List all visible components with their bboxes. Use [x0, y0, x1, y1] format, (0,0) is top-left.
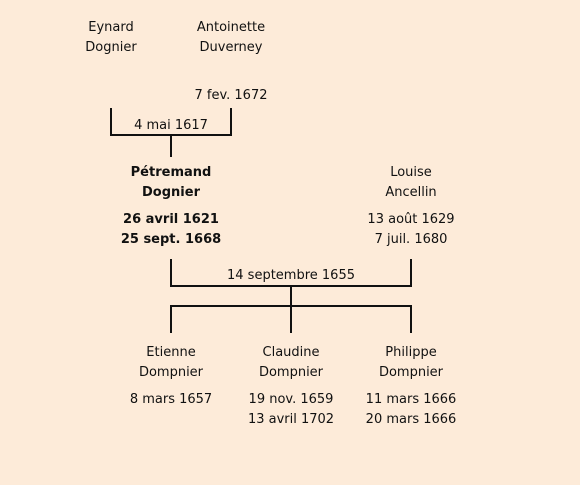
antoinette-death-date: 7 fev. 1672 [194, 88, 268, 103]
first-name: Antoinette [196, 20, 266, 35]
birth-date: 11 mars 1666 [365, 392, 457, 407]
first-name: Claudine [262, 345, 320, 360]
first-name: Pétremand [130, 165, 212, 180]
person-eynard: Eynard Dognier [31, 18, 191, 58]
last-name: Dognier [85, 40, 137, 55]
first-name: Philippe [385, 345, 437, 360]
life-dates: 13 août 1629 7 juil. 1680 [331, 210, 491, 250]
person-louise: Louise Ancellin 13 août 1629 7 juil. 168… [331, 163, 491, 250]
person-etienne: Etienne Dompnier 8 mars 1657 [91, 343, 251, 410]
death-date: 7 juil. 1680 [374, 232, 448, 247]
birth-date: 8 mars 1657 [129, 392, 213, 407]
first-name: Louise [390, 165, 432, 180]
person-philippe: Philippe Dompnier 11 mars 1666 20 mars 1… [331, 343, 491, 430]
death-date: 25 sept. 1668 [120, 232, 222, 247]
first-name: Etienne [146, 345, 196, 360]
person-claudine: Claudine Dompnier 19 nov. 1659 13 avril … [211, 343, 371, 430]
life-dates: 26 avril 1621 25 sept. 1668 [91, 210, 251, 250]
death-date: 20 mars 1666 [365, 412, 457, 427]
birth-date: 19 nov. 1659 [248, 392, 334, 407]
first-name: Eynard [88, 20, 134, 35]
last-name: Ancellin [385, 185, 437, 200]
life-dates: 8 mars 1657 [91, 390, 251, 410]
last-name: Dompnier [258, 365, 324, 380]
last-name: Dompnier [138, 365, 204, 380]
marriage-1617-label: 4 mai 1617 [134, 118, 208, 133]
birth-date: 13 août 1629 [367, 212, 455, 227]
birth-date: 26 avril 1621 [123, 212, 219, 227]
marriage-1655-label: 14 septembre 1655 [227, 268, 355, 283]
last-name: Dognier [142, 185, 200, 200]
life-dates: 11 mars 1666 20 mars 1666 [331, 390, 491, 430]
last-name: Dompnier [378, 365, 444, 380]
person-petremand: Pétremand Dognier 26 avril 1621 25 sept.… [91, 163, 251, 250]
person-antoinette: Antoinette Duverney [151, 18, 311, 58]
death-date: 13 avril 1702 [247, 412, 335, 427]
life-dates: 19 nov. 1659 13 avril 1702 [211, 390, 371, 430]
last-name: Duverney [199, 40, 263, 55]
